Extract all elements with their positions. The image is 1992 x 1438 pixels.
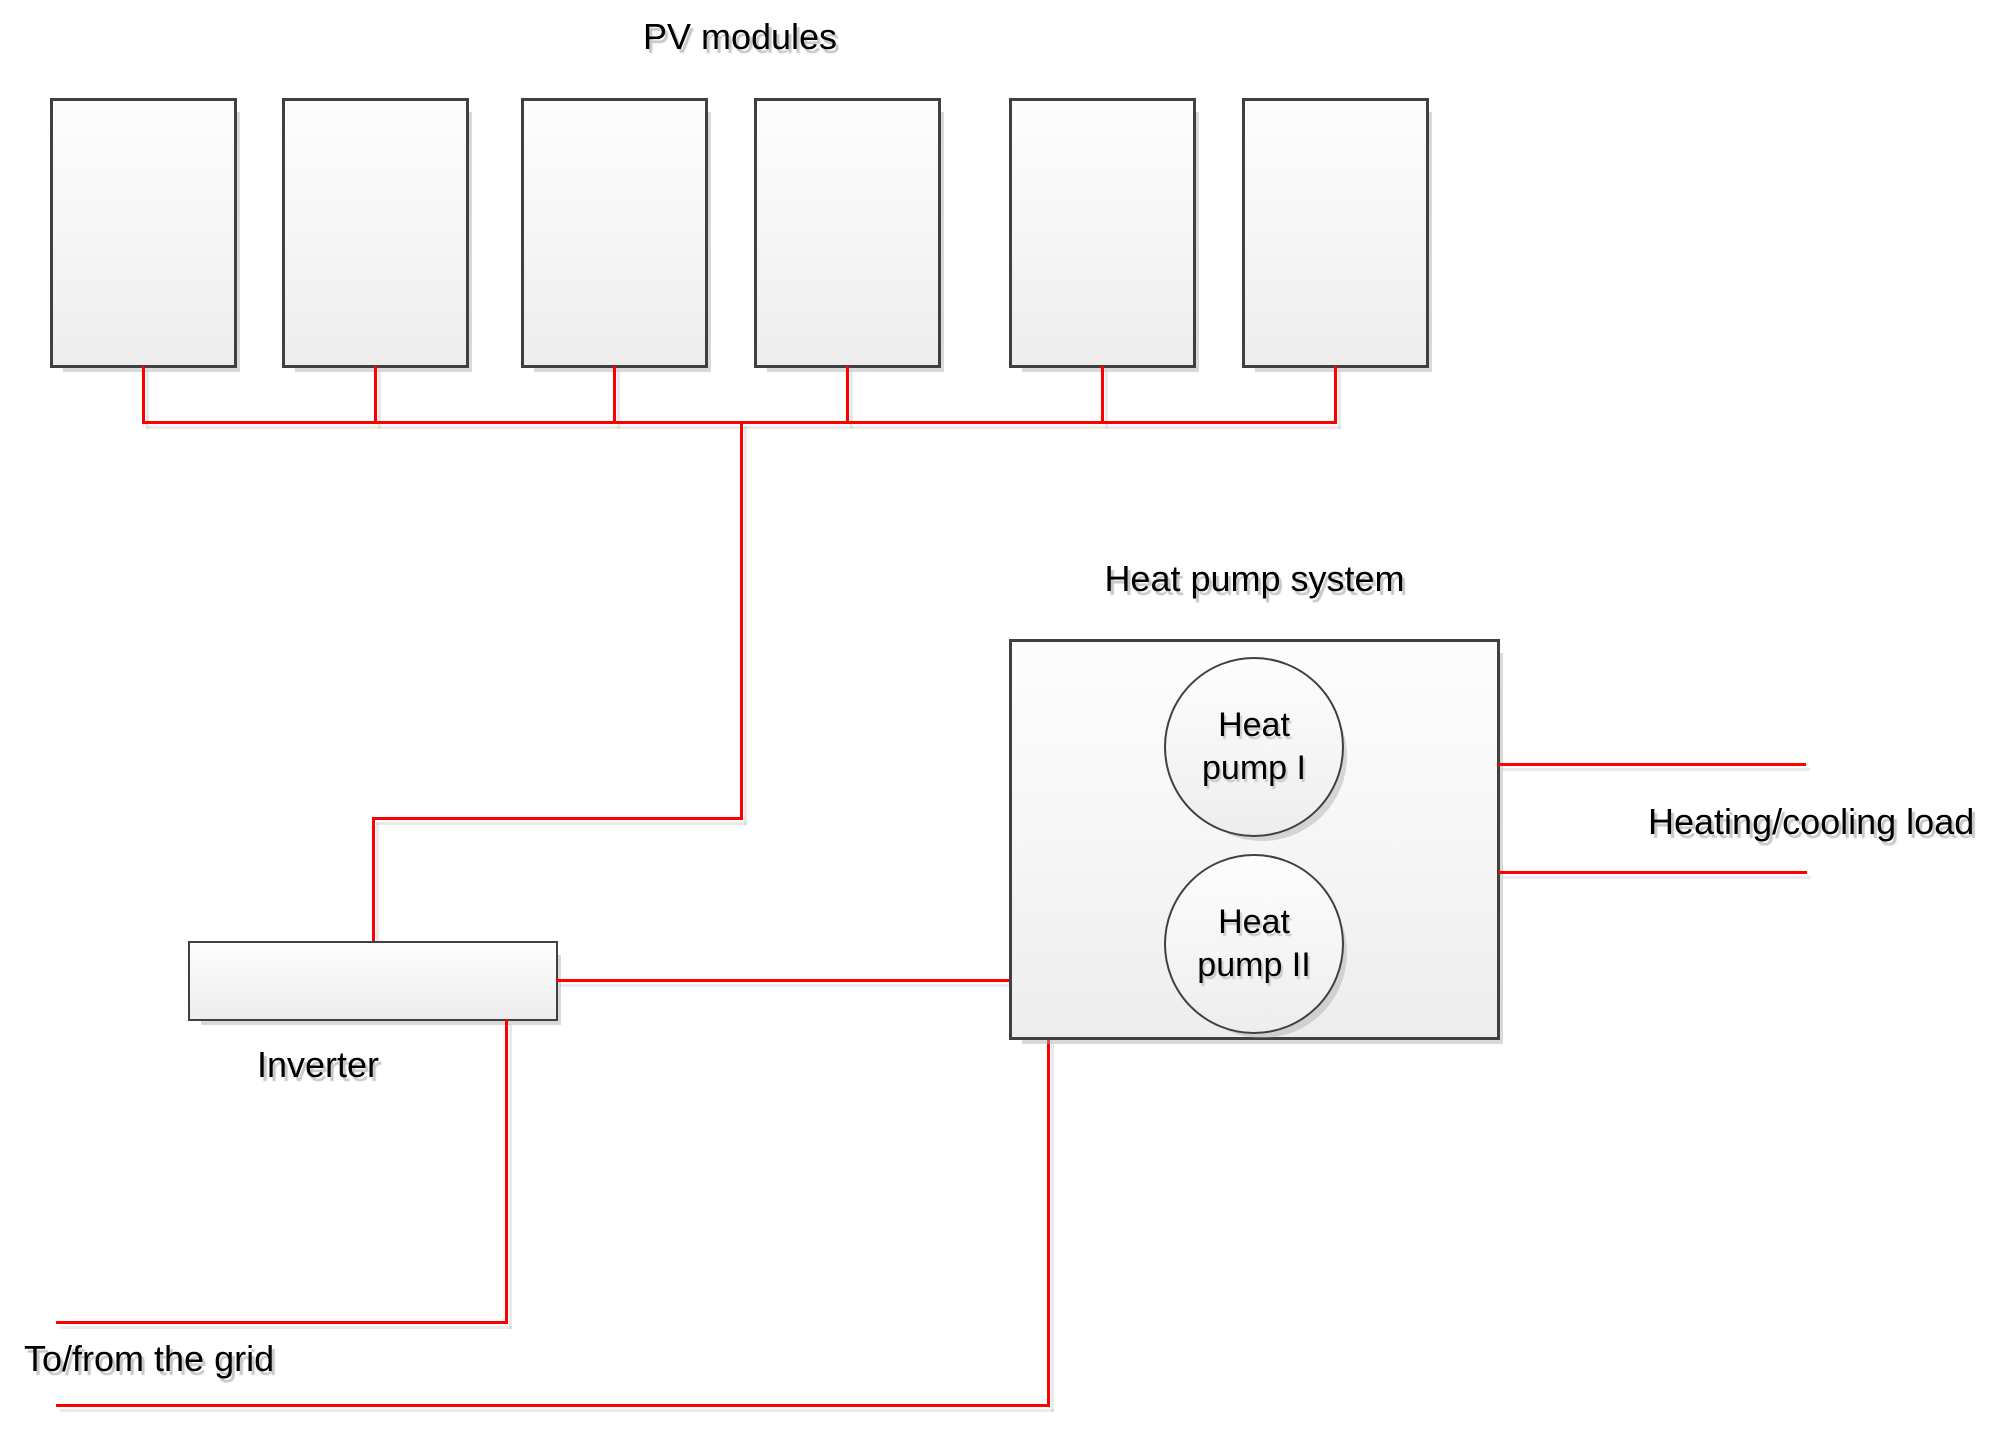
wire-module-drop bbox=[374, 366, 377, 424]
wire-module-drop bbox=[142, 366, 145, 424]
wire-inverter-to-heatpump bbox=[556, 979, 1011, 982]
wire-module-drop bbox=[846, 366, 849, 424]
pv-module bbox=[754, 98, 941, 368]
heat-pump-1-circle: Heat pump I bbox=[1164, 657, 1344, 837]
heat-pump-1-label: Heat pump I bbox=[1202, 706, 1306, 787]
inverter-label: Inverter bbox=[256, 1044, 380, 1085]
wire-module-drop bbox=[1334, 366, 1337, 424]
wire-feed-to-inverter bbox=[372, 817, 375, 943]
pv-module bbox=[1242, 98, 1429, 368]
pv-module bbox=[521, 98, 708, 368]
wire-pv-bus bbox=[142, 421, 1337, 424]
heat-pump-2-circle: Heat pump II bbox=[1164, 854, 1344, 1034]
wire-load-upper bbox=[1498, 763, 1806, 766]
pv-module bbox=[50, 98, 237, 368]
wire-inverter-grid-drop bbox=[505, 1019, 508, 1324]
inverter-box bbox=[188, 941, 558, 1021]
grid-label: To/from the grid bbox=[24, 1338, 275, 1379]
wire-bus-feed-vertical bbox=[740, 421, 743, 820]
wire-bus-feed-jog bbox=[372, 817, 743, 820]
wire-load-lower bbox=[1498, 871, 1807, 874]
pv-module bbox=[1009, 98, 1196, 368]
pv-module bbox=[282, 98, 469, 368]
wire-grid-upper bbox=[56, 1321, 508, 1324]
wire-grid-to-heatpump bbox=[1047, 1038, 1050, 1407]
wire-module-drop bbox=[1101, 366, 1104, 424]
load-label: Heating/cooling load bbox=[1648, 801, 1975, 842]
heat-pump-2-label: Heat pump II bbox=[1197, 903, 1311, 984]
wire-grid-lower bbox=[56, 1404, 1050, 1407]
wire-module-drop bbox=[613, 366, 616, 424]
heat-pump-system-title: Heat pump system bbox=[1104, 558, 1405, 599]
pv-array-title: PV modules bbox=[642, 16, 838, 57]
